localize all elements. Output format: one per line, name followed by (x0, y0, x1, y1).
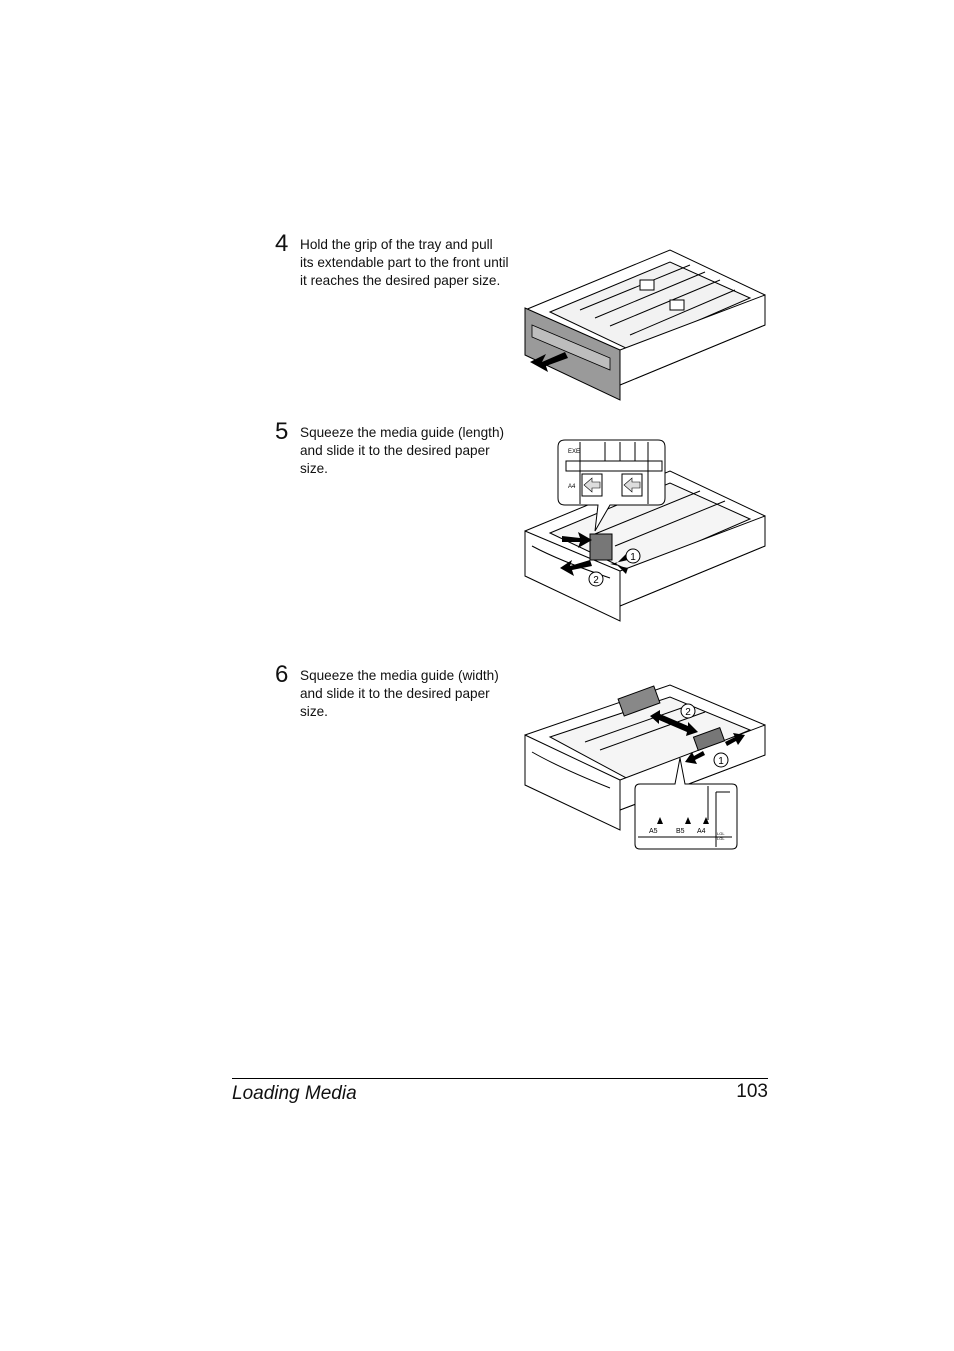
callout-1-label: 1 (630, 552, 636, 563)
footer-section-title: Loading Media (232, 1083, 357, 1104)
squeeze-arrow-icon (725, 733, 745, 746)
step-number: 4 (275, 230, 289, 257)
footer-rule (232, 1078, 768, 1079)
size-mark-lgl: LGL (717, 831, 725, 836)
step-instruction: Squeeze the media guide (width) and slid… (300, 668, 499, 719)
arrow-icon (562, 532, 592, 548)
callout-2-label: 2 (685, 707, 691, 718)
detail-inset (634, 757, 738, 850)
callout-1-label: 1 (718, 756, 724, 767)
size-mark-exe: EXE (568, 449, 580, 455)
step-number: 5 (275, 418, 289, 445)
step-number: 6 (275, 661, 289, 688)
size-mark-lgl: LGL (717, 836, 725, 841)
callout-1 (625, 548, 641, 564)
callout-2 (588, 571, 604, 587)
size-mark-a4: A4 (568, 484, 576, 490)
size-mark-a4: A4 (697, 828, 706, 835)
size-mark-b5: B5 (676, 828, 685, 835)
step-instruction: Squeeze the media guide (length) and sli… (300, 425, 505, 476)
slide-arrow-icon (560, 560, 592, 576)
callout-2-label: 2 (593, 575, 599, 586)
callout-2 (680, 703, 696, 719)
figure-tray-extend (524, 249, 766, 401)
size-mark-a5: A5 (649, 828, 658, 835)
callout-1 (713, 752, 729, 768)
figure-width-guide: 2 1 A5 B5 A4 LGL LGL (524, 684, 766, 850)
pull-arrow-icon (530, 352, 568, 372)
page-number: 103 (736, 1081, 768, 1102)
squeeze-arrow-icon (610, 554, 628, 574)
figure-length-guide: 1 2 EXE A4 (524, 439, 766, 622)
step-instruction: Hold the grip of the tray and pull its e… (300, 237, 509, 288)
double-arrow-icon (650, 710, 698, 736)
squeeze-arrow-icon (685, 751, 705, 764)
